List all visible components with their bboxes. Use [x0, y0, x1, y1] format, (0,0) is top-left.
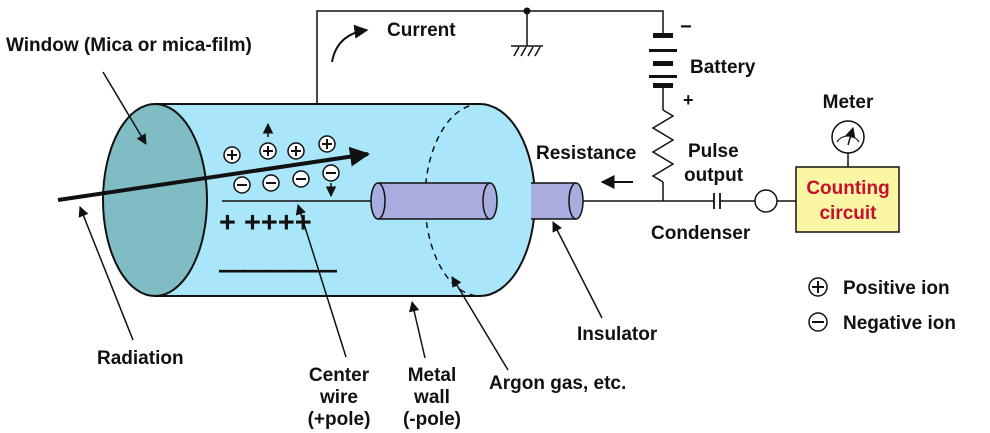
counting-circuit-label-line1: Counting: [806, 178, 889, 199]
window-mica: [102, 103, 208, 297]
positive-ion-1: [223, 146, 241, 164]
positive-ion-icon: [808, 277, 828, 297]
insulator-label: Insulator: [577, 324, 658, 345]
negative-ion-1: [233, 176, 251, 194]
minus-sign-row: —————: [219, 254, 337, 284]
negative-ion-icon: [808, 312, 828, 332]
resistor-icon: [651, 109, 675, 183]
metal-wall-label-line1: Metal: [408, 365, 457, 386]
junction-dot: [523, 7, 531, 15]
battery-minus-sign: −: [680, 16, 692, 38]
battery-icon: [649, 33, 677, 88]
condenser-label: Condenser: [651, 223, 751, 244]
radiation-label: Radiation: [97, 348, 184, 369]
positive-ion-3: [287, 142, 305, 160]
meter-icon: [831, 120, 865, 154]
geiger-tube: [102, 103, 536, 297]
legend-negative-ion-label: Negative ion: [843, 313, 956, 334]
window-label: Window (Mica or mica-film): [6, 35, 252, 56]
negative-ion-3: [292, 170, 310, 188]
battery-plus-sign: +: [683, 90, 694, 110]
insulator: [531, 182, 584, 220]
current-arrow: [331, 24, 369, 63]
plus-sign-row: + ++++: [219, 207, 312, 239]
center-wire-label-line3: (+pole): [308, 409, 371, 430]
meter-label: Meter: [823, 92, 874, 113]
legend: Positive ion Negative ion: [808, 277, 956, 334]
negative-ion-2: [262, 174, 280, 192]
negative-ion-4: [322, 164, 340, 182]
ions: [223, 122, 340, 198]
counting-circuit-label-line2: circuit: [819, 203, 877, 224]
legend-positive-ion-label: Positive ion: [843, 278, 950, 299]
argon-gas-label: Argon gas, etc.: [489, 373, 626, 394]
current-label: Current: [387, 20, 456, 41]
output-terminal-icon: [754, 189, 778, 213]
metal-wall-label-line3: (-pole): [403, 409, 461, 430]
counting-circuit-box: [795, 166, 900, 233]
battery-label: Battery: [690, 57, 756, 78]
center-wire-label-line2: wire: [319, 387, 358, 408]
circuit-wires: [316, 10, 849, 202]
center-wire-label-line1: Center: [309, 365, 370, 386]
resistance-label: Resistance: [536, 143, 636, 164]
center-electrode: [370, 182, 498, 220]
leader-lines: [78, 71, 603, 371]
pulse-output-label-line2: output: [684, 165, 744, 186]
ground-icon: [511, 45, 543, 57]
metal-wall-label-line2: wall: [413, 387, 450, 408]
positive-ion-4: [318, 135, 336, 153]
positive-ion-2: [259, 142, 277, 160]
pulse-output-label-line1: Pulse: [688, 141, 739, 162]
radiation-ray: [57, 146, 370, 202]
condenser-icon: [713, 193, 721, 209]
